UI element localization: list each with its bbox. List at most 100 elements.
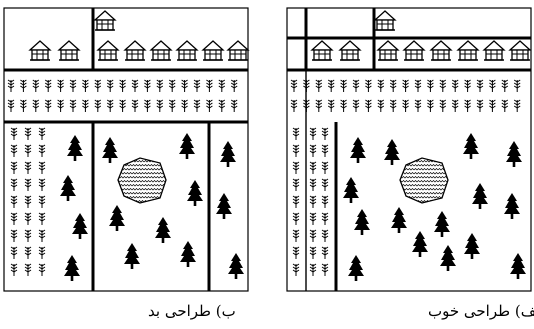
crop-icon bbox=[378, 80, 384, 92]
tree-icon bbox=[155, 217, 171, 243]
crop-icon bbox=[293, 145, 299, 157]
crop-icon bbox=[58, 80, 64, 92]
crop-icon bbox=[322, 247, 328, 259]
crop-icon bbox=[310, 213, 316, 225]
crop-icon bbox=[403, 100, 409, 112]
house-icon bbox=[59, 41, 79, 60]
crop-icon bbox=[25, 264, 31, 276]
crop-icon bbox=[70, 100, 76, 112]
crop-icon bbox=[514, 80, 520, 92]
crop-icon bbox=[303, 100, 309, 112]
crop-icon bbox=[322, 162, 328, 174]
crop-icon bbox=[322, 179, 328, 191]
house-icon bbox=[95, 11, 115, 30]
crop-icon bbox=[489, 80, 495, 92]
crop-icon bbox=[403, 80, 409, 92]
house-icon bbox=[340, 41, 360, 60]
house-icon bbox=[458, 41, 478, 60]
house-icon bbox=[177, 41, 197, 60]
crop-icon bbox=[310, 145, 316, 157]
bad-forest bbox=[60, 133, 244, 281]
crop-icon bbox=[194, 80, 200, 92]
crop-icon bbox=[120, 80, 126, 92]
bad-design-panel bbox=[4, 8, 248, 291]
tree-icon bbox=[220, 141, 236, 167]
crop-icon bbox=[8, 80, 14, 92]
crop-icon bbox=[25, 213, 31, 225]
tree-icon bbox=[60, 175, 76, 201]
tree-icon bbox=[348, 255, 364, 281]
tree-icon bbox=[67, 135, 83, 161]
crop-icon bbox=[390, 80, 396, 92]
tree-icon bbox=[180, 241, 196, 267]
crop-icon bbox=[353, 80, 359, 92]
crop-icon bbox=[11, 162, 17, 174]
crop-icon bbox=[502, 80, 508, 92]
good-design-panel bbox=[287, 8, 531, 291]
crop-icon bbox=[25, 247, 31, 259]
crop-icon bbox=[303, 80, 309, 92]
tree-icon bbox=[64, 255, 80, 281]
house-icon bbox=[484, 41, 504, 60]
tree-icon bbox=[506, 141, 522, 167]
crop-icon bbox=[11, 213, 17, 225]
crop-icon bbox=[341, 100, 347, 112]
tree-icon bbox=[179, 133, 195, 159]
crop-icon bbox=[293, 264, 299, 276]
tree-icon bbox=[350, 137, 366, 163]
crop-icon bbox=[107, 80, 113, 92]
good-houses bbox=[312, 11, 530, 60]
tree-icon bbox=[72, 213, 88, 239]
crop-icon bbox=[39, 264, 45, 276]
tree-icon bbox=[124, 243, 140, 269]
crop-icon bbox=[322, 145, 328, 157]
crop-icon bbox=[440, 100, 446, 112]
crop-icon bbox=[293, 213, 299, 225]
crop-icon bbox=[95, 100, 101, 112]
crop-icon bbox=[25, 145, 31, 157]
crop-icon bbox=[39, 145, 45, 157]
house-icon bbox=[431, 41, 451, 60]
house-icon bbox=[312, 41, 332, 60]
crop-icon bbox=[11, 128, 17, 140]
crop-icon bbox=[322, 128, 328, 140]
crop-icon bbox=[20, 100, 26, 112]
crop-icon bbox=[502, 100, 508, 112]
tree-icon bbox=[412, 231, 428, 257]
crop-icon bbox=[310, 179, 316, 191]
crop-icon bbox=[8, 100, 14, 112]
crop-icon bbox=[322, 230, 328, 242]
lake-icon bbox=[400, 158, 448, 203]
crop-icon bbox=[293, 230, 299, 242]
crop-icon bbox=[11, 230, 17, 242]
tree-icon bbox=[228, 253, 244, 279]
crop-icon bbox=[39, 196, 45, 208]
crop-icon bbox=[231, 100, 237, 112]
crop-icon bbox=[514, 100, 520, 112]
crop-icon bbox=[82, 100, 88, 112]
crop-icon bbox=[107, 100, 113, 112]
crop-icon bbox=[25, 162, 31, 174]
crop-icon bbox=[328, 80, 334, 92]
crop-icon bbox=[465, 80, 471, 92]
crop-icon bbox=[310, 128, 316, 140]
crop-icon bbox=[82, 80, 88, 92]
crop-icon bbox=[452, 100, 458, 112]
house-icon bbox=[98, 41, 118, 60]
crop-icon bbox=[427, 80, 433, 92]
tree-icon bbox=[472, 183, 488, 209]
house-icon bbox=[404, 41, 424, 60]
crop-icon bbox=[293, 128, 299, 140]
bad-crop-column bbox=[11, 128, 45, 276]
tree-icon bbox=[343, 177, 359, 203]
crop-icon bbox=[465, 100, 471, 112]
crop-icon bbox=[39, 247, 45, 259]
house-icon bbox=[151, 41, 171, 60]
tree-icon bbox=[504, 193, 520, 219]
crop-icon bbox=[182, 80, 188, 92]
crop-icon bbox=[25, 128, 31, 140]
crop-icon bbox=[45, 80, 51, 92]
crop-icon bbox=[169, 80, 175, 92]
crop-icon bbox=[322, 196, 328, 208]
crop-icon bbox=[39, 128, 45, 140]
